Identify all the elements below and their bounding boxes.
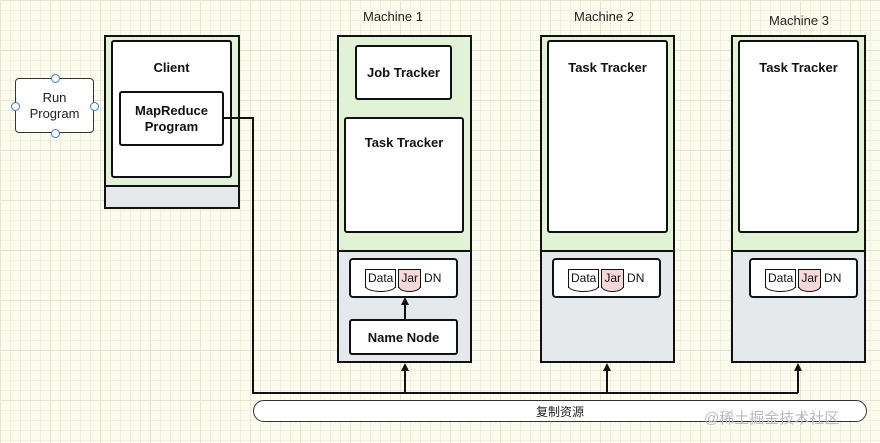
storage-2[interactable]: Data Jar DN xyxy=(552,258,661,298)
jar-doc-icon: Jar xyxy=(398,268,422,292)
task-tracker-1-box[interactable]: Task Tracker xyxy=(344,117,464,233)
data-doc-icon: Data xyxy=(765,268,797,292)
mapreduce-program-label: MapReduce Program xyxy=(135,102,208,134)
name-node-label: Name Node xyxy=(367,329,440,345)
dn-label: DN xyxy=(424,271,442,285)
client-title: Client xyxy=(153,60,190,75)
replicate-resources-label: 复制资源 xyxy=(535,404,584,419)
selection-handle-bottom[interactable] xyxy=(51,129,60,138)
storage-1[interactable]: Data Jar DN xyxy=(349,258,458,298)
data-doc-icon: Data xyxy=(365,268,397,292)
job-tracker-label: Job Tracker xyxy=(367,65,440,80)
machine-2-label: Machine 2 xyxy=(574,9,634,24)
dn-label: DN xyxy=(627,271,645,285)
replicate-resources-bar[interactable]: 复制资源 xyxy=(253,400,867,422)
jar-doc-icon: Jar xyxy=(798,268,822,292)
watermark: @稀土掘金技术社区 xyxy=(704,410,840,427)
run-program-box[interactable]: Run Program xyxy=(15,78,94,133)
task-tracker-2-box[interactable]: Task Tracker xyxy=(547,40,668,233)
jar-doc-icon: Jar xyxy=(601,268,625,292)
name-node-box[interactable]: Name Node xyxy=(349,319,458,355)
dn-label: DN xyxy=(824,271,842,285)
selection-handle-left[interactable] xyxy=(11,102,20,111)
client-to-machines-line xyxy=(224,117,798,394)
mapreduce-program-box[interactable]: MapReduce Program xyxy=(119,91,224,146)
run-program-label: Run Program xyxy=(29,89,80,121)
machine-1-label: Machine 1 xyxy=(363,9,423,24)
task-tracker-3-box[interactable]: Task Tracker xyxy=(738,40,859,233)
task-tracker-1-label: Task Tracker xyxy=(364,135,444,150)
data-doc-icon: Data xyxy=(568,268,600,292)
selection-handle-right[interactable] xyxy=(90,102,99,111)
machine-3-label: Machine 3 xyxy=(769,13,829,28)
task-tracker-2-label: Task Tracker xyxy=(568,60,647,75)
storage-3[interactable]: Data Jar DN xyxy=(749,258,858,298)
job-tracker-box[interactable]: Job Tracker xyxy=(355,45,452,100)
task-tracker-3-label: Task Tracker xyxy=(759,60,838,75)
selection-handle-top[interactable] xyxy=(51,74,60,83)
